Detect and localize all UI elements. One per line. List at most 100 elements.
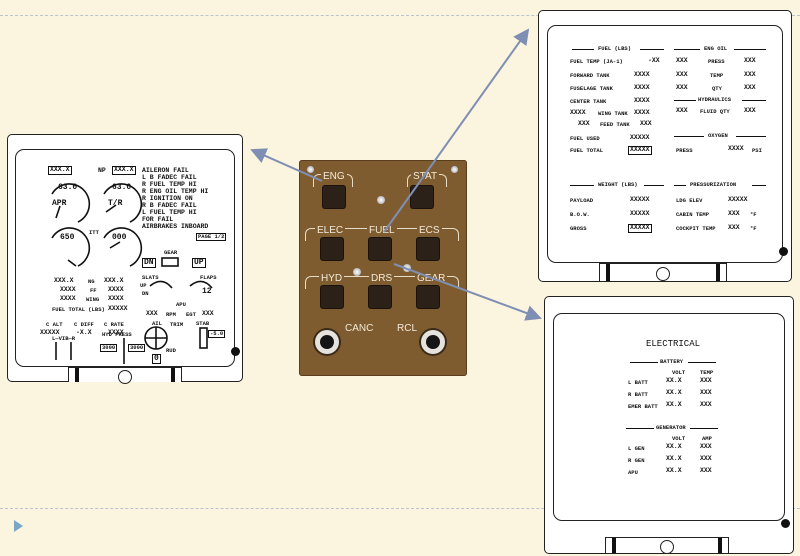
oxygen-unit: PSI	[752, 147, 762, 154]
slats-up-label: UP	[140, 282, 147, 289]
flaps-icon	[189, 280, 213, 289]
panel-screw-icon	[403, 264, 411, 272]
eicas-screen: XXX.X NP XXX.X 63.0 APR 63.0 T/R 650 ITT…	[15, 149, 235, 367]
gear-button[interactable]	[417, 286, 439, 308]
elec-button[interactable]	[321, 238, 343, 260]
canc-label: CANC	[345, 323, 374, 334]
hyd-label: HYD	[319, 273, 345, 284]
oxygen-label: PRESS	[676, 147, 693, 154]
battery-volt: XX.X	[666, 401, 682, 408]
stat-button[interactable]	[411, 186, 433, 208]
status-fuel-label: FUEL TEMP (JA-1)	[570, 58, 623, 65]
stab-value: -5.0	[208, 330, 226, 338]
panel-screw-icon	[307, 166, 314, 173]
hyd-button[interactable]	[321, 286, 343, 308]
drs-button[interactable]	[369, 286, 391, 308]
generator-volt: XX.X	[666, 455, 682, 462]
cas-message: AIRBRAKES INBOARD	[142, 223, 209, 230]
fuel-used-label: FUEL USED	[570, 135, 600, 142]
generator-volt: XX.X	[666, 467, 682, 474]
flaps-label: FLAPS	[200, 274, 217, 281]
brightness-knob-icon	[231, 347, 240, 356]
rule	[626, 428, 654, 429]
wing-tank-right: XXXX	[634, 109, 650, 116]
press-label: COCKPIT TEMP	[676, 225, 716, 232]
canc-button[interactable]	[315, 330, 339, 354]
weight-value: XXXXX	[630, 196, 650, 203]
slats-icon	[149, 280, 173, 289]
rule	[690, 428, 718, 429]
apu-rpm-value: XXX	[146, 310, 158, 317]
panel-screw-icon	[451, 166, 458, 173]
elec-label: ELEC	[315, 225, 346, 236]
cas-message: AILERON FAIL	[142, 167, 189, 174]
eng-row-mid: FF	[90, 287, 97, 294]
status-screen: FUEL (LBS) FUEL TEMP (JA-1) -XX FORWARD …	[547, 25, 783, 263]
eng-button[interactable]	[323, 186, 345, 208]
slats-dn-label: DN	[142, 290, 149, 297]
weight-value: XXXXX	[630, 210, 650, 217]
press-unit: °F	[750, 211, 757, 218]
rule	[734, 49, 766, 50]
gauge-1-label: APR	[52, 199, 67, 208]
fuel-section-title: FUEL (LBS)	[598, 45, 632, 52]
rule	[736, 136, 766, 137]
slide-bullet-icon	[14, 520, 23, 532]
top-dashed-rule	[0, 15, 800, 16]
battery-temp: XXX	[700, 401, 712, 408]
oil-left: XXX	[676, 71, 688, 78]
ecs-button[interactable]	[417, 238, 439, 260]
brightness-knob-icon	[779, 247, 788, 256]
rule	[640, 49, 664, 50]
hyd-fluid-right: XXX	[744, 107, 756, 114]
rud-label: RUD	[166, 347, 176, 354]
gear-label: GEAR	[164, 249, 178, 256]
hyd-left-value: 3000	[100, 344, 118, 352]
rule	[572, 49, 594, 50]
rcl-button[interactable]	[421, 330, 445, 354]
cabin-alt-label: C ALT	[46, 321, 63, 328]
gauge-3-value: 650	[60, 233, 75, 242]
egt-value: XXX	[202, 310, 214, 317]
generator-label: APU	[628, 469, 638, 476]
weight-label: PAYLOAD	[570, 197, 594, 204]
egt-label: EGT	[186, 311, 196, 318]
rule	[644, 185, 664, 186]
generator-amp: XXX	[700, 443, 712, 450]
panel-screw-icon	[353, 268, 361, 276]
stab-bar	[199, 327, 208, 349]
trim-label: TRIM	[170, 321, 184, 328]
eng-row-left: XXXX	[60, 286, 76, 293]
itt-left-dial	[51, 227, 91, 267]
press-value: XXX	[728, 224, 740, 231]
battery-temp: XXX	[700, 377, 712, 384]
mount-bracket	[599, 263, 727, 281]
eng-label: ENG	[321, 171, 347, 182]
gear-indicator-icon	[161, 257, 179, 267]
wing-tank-label: WING TANK	[598, 110, 628, 117]
oil-label: TEMP	[710, 72, 724, 79]
status-fuel-value: -XX	[648, 57, 660, 64]
rule	[742, 100, 766, 101]
weight-title: WEIGHT (LBS)	[598, 181, 638, 188]
press-value: XXX	[728, 210, 740, 217]
cas-message: R IGNITION ON	[142, 195, 193, 202]
oxygen-value: XXXX	[728, 145, 744, 152]
cabin-rate-value: XXXX	[108, 329, 124, 336]
rule	[570, 185, 594, 186]
feed-tank-right: XXX	[640, 120, 652, 127]
fuel-total-value: XXXXX	[108, 305, 128, 312]
electrical-display: ELECTRICAL BATTERY VOLT TEMP L BATT XX.X…	[544, 296, 794, 554]
generator-volt: XX.X	[666, 443, 682, 450]
generator-title: GENERATOR	[656, 424, 686, 431]
generator-amp-header: AMP	[702, 435, 712, 442]
cas-message: L FUEL TEMP HI	[142, 209, 197, 216]
electrical-screen: ELECTRICAL BATTERY VOLT TEMP L BATT XX.X…	[553, 313, 785, 521]
gear-label: GEAR	[415, 273, 448, 284]
cas-message: R ENG OIL TEMP HI	[142, 188, 209, 195]
battery-label: L BATT	[628, 379, 648, 386]
pressurization-title: PRESSURIZATION	[690, 181, 737, 188]
feed-tank-label: FEED TANK	[600, 121, 630, 128]
fuel-button[interactable]	[369, 238, 391, 260]
mount-bracket	[605, 537, 729, 554]
